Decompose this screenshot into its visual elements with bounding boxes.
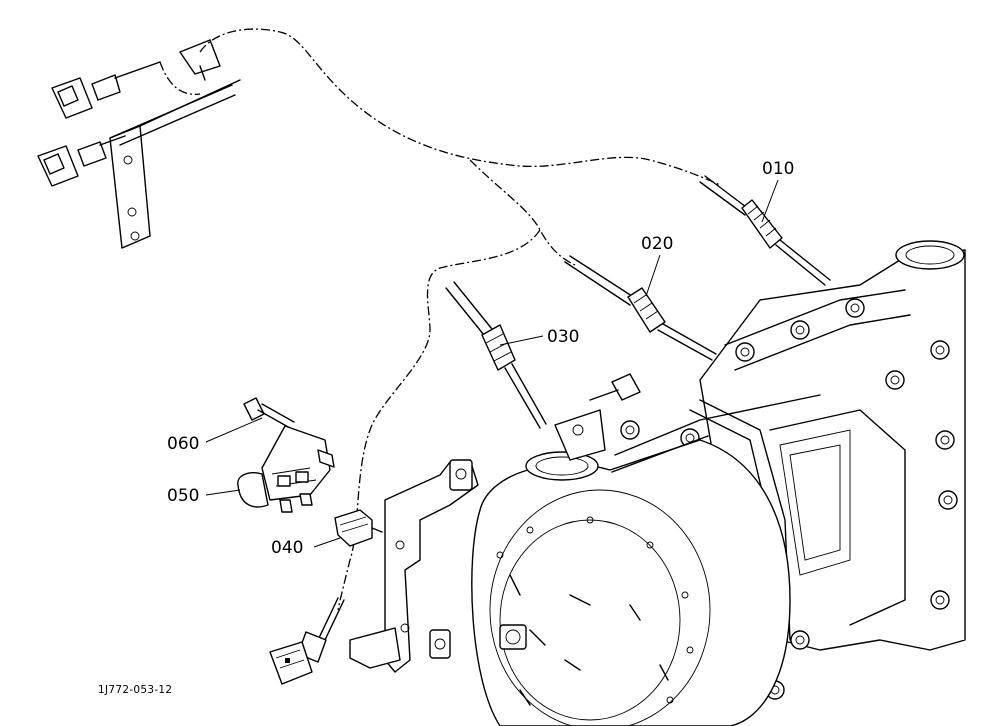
leader-030 — [499, 335, 544, 346]
harness-connector-lower — [37, 135, 126, 187]
callout-030: 030 — [547, 327, 579, 347]
sensor-connector-lower — [269, 597, 345, 685]
clamp-040 — [334, 509, 383, 547]
exhaust-temp-sensor-030 — [445, 281, 547, 429]
figure-id: 1J772-053-12 — [98, 684, 172, 696]
leader-060 — [205, 417, 263, 443]
wire-harness-routing — [159, 28, 721, 611]
callout-010: 010 — [762, 159, 794, 179]
pressure-sensor-050 — [237, 425, 335, 513]
leader-020 — [645, 254, 661, 297]
leader-040 — [313, 537, 341, 548]
callout-040: 040 — [271, 538, 303, 558]
exhaust-temp-sensor-010 — [699, 175, 831, 286]
leader-010 — [761, 179, 779, 223]
callout-060: 060 — [167, 434, 199, 454]
callout-020: 020 — [641, 234, 673, 254]
exhaust-temp-sensor-020 — [564, 255, 717, 361]
callout-050: 050 — [167, 486, 199, 506]
leader-050 — [205, 489, 241, 496]
exhaust-aftertreatment-assembly — [471, 240, 966, 726]
sensor-bracket — [349, 459, 479, 673]
harness-connector-upper — [51, 61, 161, 119]
harness-bracket — [109, 39, 241, 249]
bolt-060 — [243, 397, 295, 429]
